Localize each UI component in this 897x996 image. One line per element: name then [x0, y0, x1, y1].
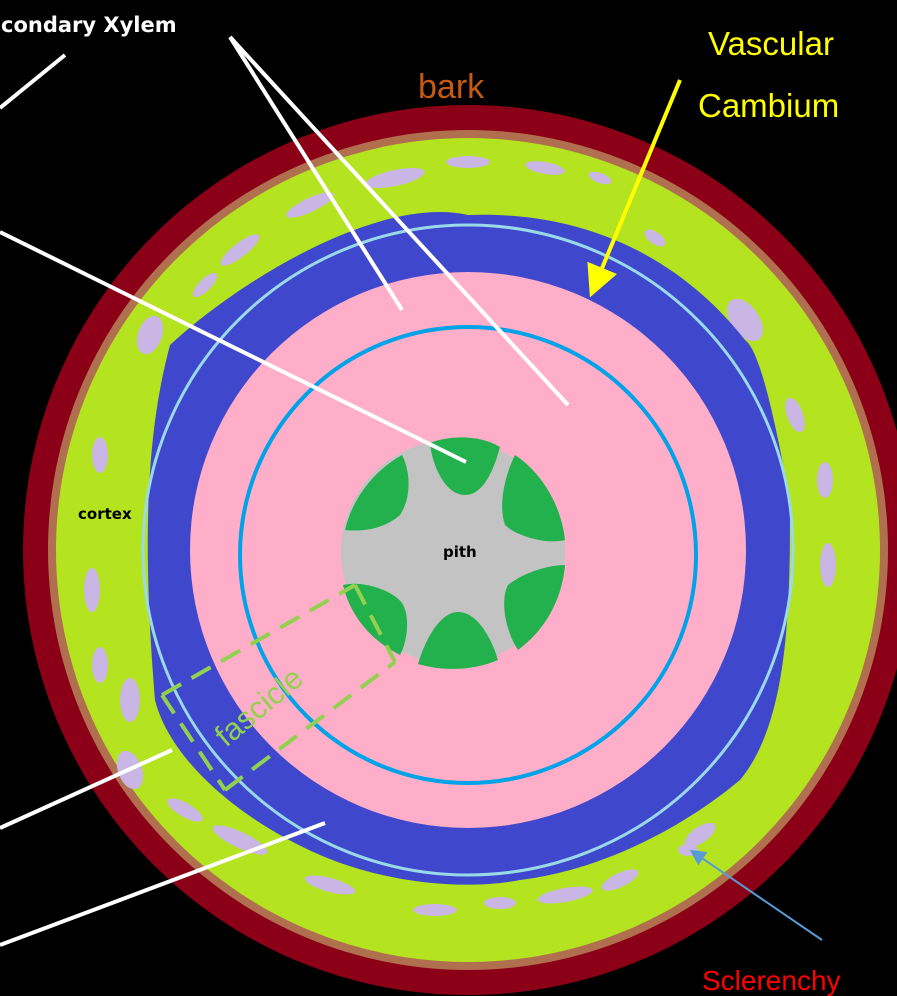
- pointer-lines: [0, 35, 570, 947]
- primary-xylem-lobes: [343, 437, 565, 669]
- label-sclerenchyma: Sclerenchy: [702, 965, 841, 996]
- label-cortex: cortex: [78, 505, 132, 523]
- label-cambium: Cambium: [698, 87, 839, 124]
- label-secondary-xylem: condary Xylem: [1, 13, 177, 37]
- growth-ring: [238, 325, 698, 785]
- vascular-cambium-line: [141, 223, 795, 877]
- fascicle-outline: [160, 583, 397, 792]
- label-pith: pith: [443, 543, 477, 561]
- vascular-cambium-arrow: [587, 79, 682, 298]
- label-vascular: Vascular: [708, 25, 834, 62]
- label-bark: bark: [418, 68, 485, 106]
- sclerenchyma-arrow: [689, 849, 823, 941]
